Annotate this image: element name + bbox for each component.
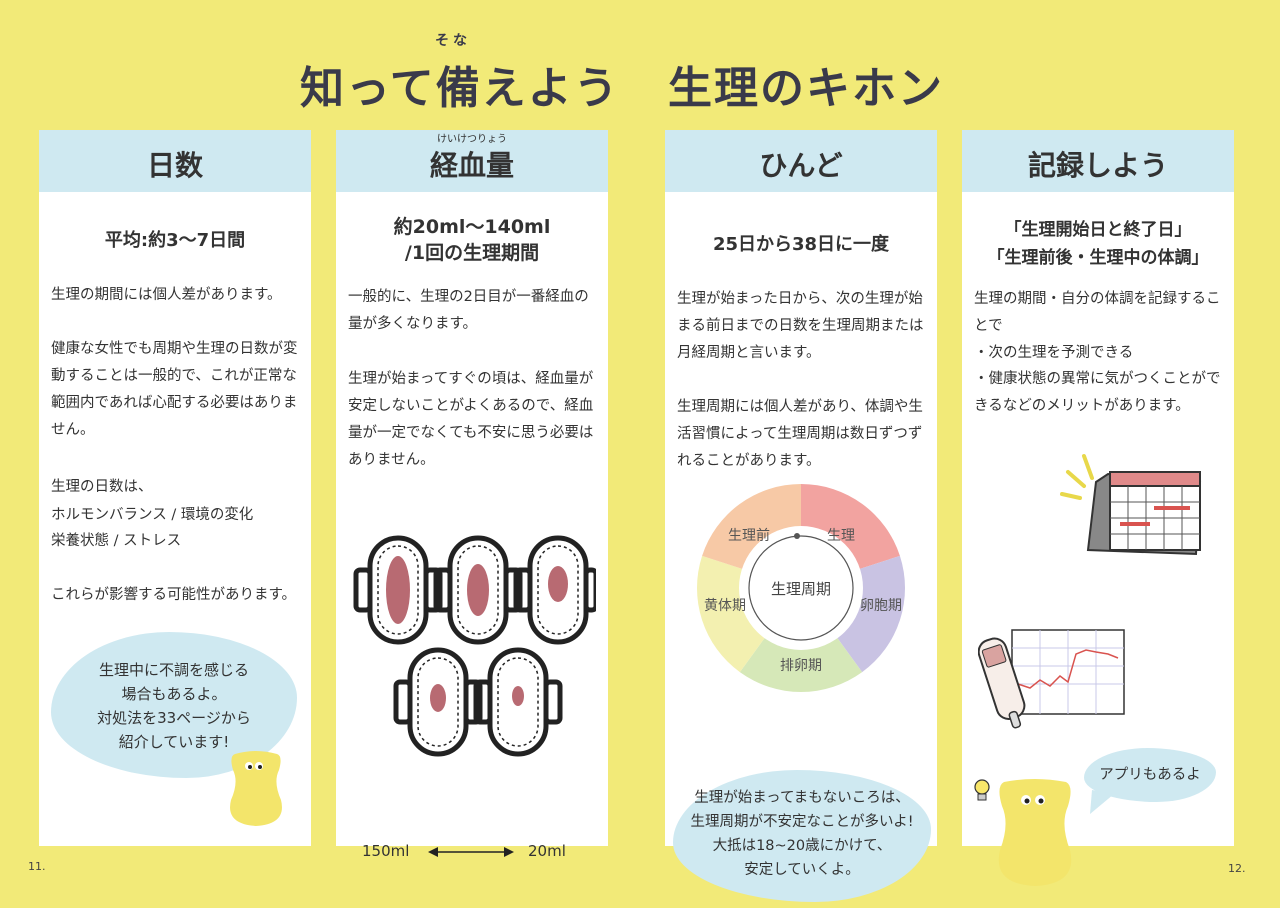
pad-illustrations — [353, 535, 596, 757]
card-record-p2: ・次の生理を予測できる — [974, 345, 1134, 361]
card-frequency-subtitle: 25日から38日に一度 — [712, 234, 890, 255]
mascot-icon — [230, 751, 282, 826]
cycle-label-menstruation: 生理 — [827, 528, 855, 544]
bubble-tail-icon — [1090, 790, 1114, 814]
double-arrow-icon — [428, 847, 514, 857]
cycle-wheel: 生理周期 生理 卵胞期 排卵期 黄体期 生理前 — [697, 484, 905, 692]
card-flow: けいけつりょう 経血量 約20ml〜140ml /1回の生理期間 一般的に、生理… — [336, 130, 608, 860]
cycle-label-luteal: 黄体期 — [704, 597, 746, 614]
card-frequency-bubble: 生理が始まってまもないころは、 生理周期が不安定なことが多いよ! 大抵は18~2… — [673, 770, 931, 902]
card-frequency: ひんど 25日から38日に一度 生理が始まった日から、次の生理が始まる前日までの… — [665, 130, 937, 902]
card-flow-heading: けいけつりょう 経血量 — [336, 130, 608, 192]
card-days-subtitle: 平均:約3〜7日間 — [104, 230, 246, 251]
page-number-right: 12. — [1228, 862, 1246, 875]
card-record-p1: 生理の期間・自分の体調を記録することで — [974, 291, 1221, 334]
cycle-label-ovulation: 排卵期 — [780, 658, 822, 674]
card-record-p3: ・健康状態の異常に気がつくことができるなどのメリットがあります。 — [974, 371, 1221, 414]
pad-icon-5 — [473, 647, 563, 757]
card-days: 日数 平均:約3〜7日間 生理の期間には個人差があります。 健康な女性でも周期や… — [39, 130, 311, 846]
pad-icon-1 — [353, 535, 443, 645]
card-days-bubble: 生理中に不調を感じる 場合もあるよ。 対処法を33ページから 紹介しています! — [51, 632, 297, 778]
card-frequency-p1: 生理が始まった日から、次の生理が始まる前日までの日数を生理周期または月経周期と言… — [677, 291, 924, 361]
title-part2: 生理のキホン — [668, 63, 944, 114]
card-flow-p1: 一般的に、生理の2日目が一番経血の量が多くなります。 — [348, 289, 589, 332]
cycle-center-label: 生理周期 — [771, 580, 831, 598]
thermometer-chart-icon — [978, 629, 1125, 729]
title-ruby: そな — [435, 33, 471, 49]
card-days-heading: 日数 — [39, 130, 311, 192]
card-days-p3: 生理の日数は、 — [51, 479, 153, 495]
mascot-icon — [998, 779, 1072, 886]
card-record-heading: 記録しよう — [962, 130, 1234, 192]
card-days-p4: ホルモンバランス / 環境の変化 — [51, 507, 254, 523]
pad-icon-4 — [393, 647, 483, 757]
card-record: 記録しよう 「生理開始日と終了日」 「生理前後・生理中の体調」 生理の期間・自分… — [962, 130, 1234, 886]
card-frequency-p2: 生理周期には個人差があり、体調や生活習慣によって生理周期は数日ずつずれることがあ… — [677, 399, 923, 469]
cycle-label-premenstrual: 生理前 — [728, 527, 770, 544]
pad-icon-3 — [513, 535, 596, 645]
card-days-p6: これらが影響する可能性があります。 — [51, 587, 297, 603]
card-days-p5: 栄養状態 / ストレス — [51, 533, 182, 549]
card-frequency-heading: ひんど — [665, 130, 937, 192]
card-flow-subtitle: 約20ml〜140ml /1回の生理期間 — [393, 216, 551, 264]
card-record-subtitle: 「生理開始日と終了日」 「生理前後・生理中の体調」 — [987, 220, 1209, 268]
card-days-p1: 生理の期間には個人差があります。 — [51, 287, 282, 303]
calendar-icon — [1060, 454, 1202, 556]
lightbulb-icon — [974, 779, 990, 801]
title-part1: 知って備えよう — [300, 63, 620, 114]
card-flow-p2: 生理が始まってすぐの頃は、経血量が安定しないことがよくあるので、経血量が一定でな… — [348, 371, 594, 468]
page-number-left: 11. — [28, 860, 46, 873]
pad-icon-2 — [433, 535, 523, 645]
scale-right-label: 20ml — [528, 842, 566, 860]
scale-left-label: 150ml — [362, 842, 410, 860]
card-days-p2: 健康な女性でも周期や生理の日数が変動することは一般的で、これが正常な範囲内であれ… — [51, 341, 298, 438]
cycle-label-follicular: 卵胞期 — [860, 598, 902, 614]
